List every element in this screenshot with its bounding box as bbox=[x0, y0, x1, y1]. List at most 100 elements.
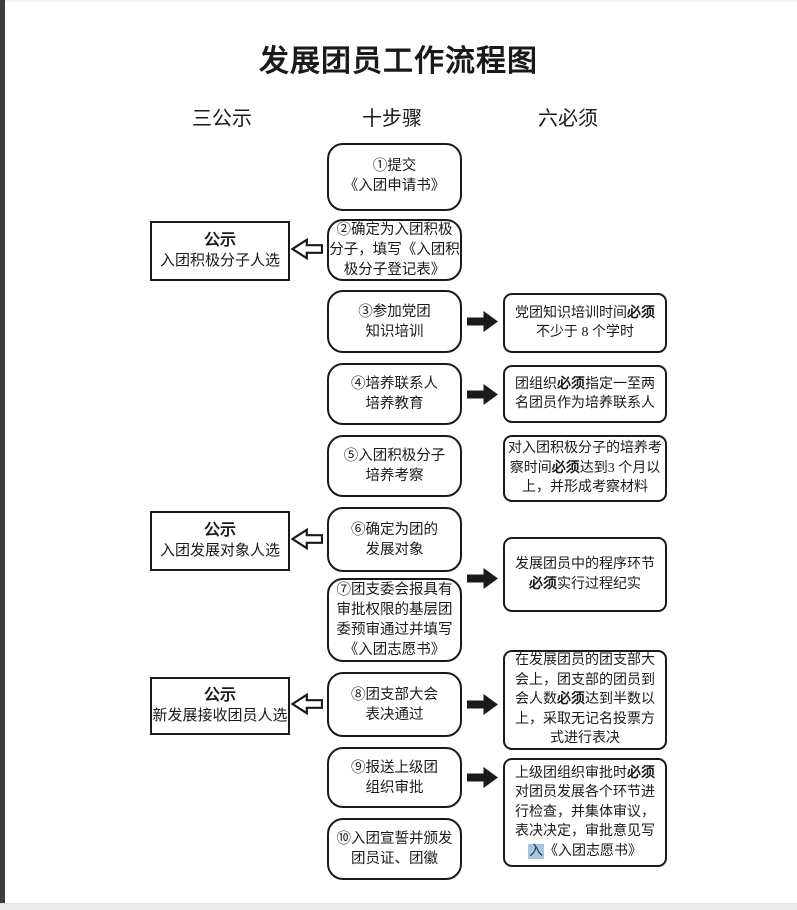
requirement-line: 会人数必须达到半数以 bbox=[515, 690, 655, 710]
column-header-musts: 六必须 bbox=[538, 108, 598, 130]
requirement-box-5: 在发展团员的团支部大 会上，团支部的团员到 会人数必须达到半数以 上，采取无记名… bbox=[503, 650, 667, 750]
requirement-text: 党团知识培训时间 bbox=[515, 305, 627, 321]
step-text: ⑨报送上级团 bbox=[351, 759, 438, 776]
step-text: 《入团志愿书》 bbox=[343, 642, 446, 658]
step-text: ⑥确定为团的 bbox=[351, 521, 438, 538]
step-5-box: ⑤入团积极分子 培养考察 bbox=[327, 435, 462, 497]
requirement-line: 团组织必须指定一至两 bbox=[515, 375, 655, 395]
page-top-divider bbox=[0, 0, 797, 2]
notice-title: 公示 bbox=[203, 522, 236, 539]
requirement-line: 上，并形成考察材料 bbox=[522, 478, 648, 498]
requirement-line: 察时间必须达到3 个月以 bbox=[510, 459, 661, 479]
requirement-text: 式进行表决 bbox=[550, 731, 620, 747]
requirement-text: 团组织 bbox=[515, 376, 557, 392]
must-keyword: 必须 bbox=[529, 576, 557, 592]
must-keyword: 必须 bbox=[551, 460, 580, 476]
step-text: 团员证、团徽 bbox=[351, 851, 438, 867]
solid-right-arrow-icon bbox=[466, 567, 499, 590]
highlighted-character: 入 bbox=[528, 843, 544, 859]
requirement-box-2: 团组织必须指定一至两 名团员作为培养联系人 bbox=[503, 365, 667, 423]
column-header-steps: 十步骤 bbox=[362, 108, 422, 130]
hollow-left-arrow-icon bbox=[290, 527, 324, 551]
step-3-box: ③参加党团 知识培训 bbox=[327, 290, 462, 353]
step-text: 知识培训 bbox=[365, 323, 424, 340]
notice-title: 公示 bbox=[203, 232, 236, 249]
step-text: ②确定为入团积极 bbox=[336, 222, 453, 238]
solid-right-arrow-icon bbox=[466, 693, 499, 716]
notice-title: 公示 bbox=[203, 687, 236, 704]
step-text: ⑧团支部大会 bbox=[351, 686, 438, 703]
requirement-line: 党团知识培训时间必须 bbox=[515, 304, 655, 324]
step-text: ⑦团支委会报具有 bbox=[336, 582, 453, 598]
requirement-text: 会上，团支部的团员到 bbox=[515, 672, 655, 688]
step-text: ①提交 bbox=[372, 158, 417, 174]
requirement-line: 必须实行过程纪实 bbox=[529, 575, 641, 595]
step-text: 分子，填写《入团积 bbox=[329, 242, 460, 258]
step-text: 极分子登记表》 bbox=[343, 262, 446, 278]
step-text: 发展对象 bbox=[365, 541, 424, 558]
requirement-text: 对入团积极分子的培养考 bbox=[508, 441, 662, 457]
requirement-text: 上，并形成考察材料 bbox=[522, 480, 648, 496]
requirement-text: 不少于 8 个学时 bbox=[536, 325, 634, 340]
column-header-publicity: 三公示 bbox=[192, 108, 252, 130]
requirement-line: 在发展团员的团支部大 bbox=[515, 651, 655, 671]
step-6-box: ⑥确定为团的 发展对象 bbox=[327, 507, 462, 572]
requirement-line: 式进行表决 bbox=[550, 729, 620, 749]
requirement-line: 上级团组织审批时必须 bbox=[515, 764, 655, 784]
requirement-line: 入《入团志愿书》 bbox=[528, 842, 642, 862]
left-edge-bar bbox=[0, 0, 5, 903]
step-text: 委预审通过并填写 bbox=[336, 622, 453, 638]
requirement-line: 表决决定，审批意见写 bbox=[515, 822, 655, 842]
requirement-line: 不少于 8 个学时 bbox=[536, 323, 634, 343]
requirement-line: 名团员作为培养联系人 bbox=[515, 394, 655, 414]
requirement-text: 发展团员中的程序环节 bbox=[515, 557, 655, 572]
step-text: ⑩入团宣誓并颁发 bbox=[336, 831, 453, 847]
step-text: 组织审批 bbox=[365, 779, 424, 796]
step-text: 培养教育 bbox=[365, 396, 424, 412]
requirement-box-4: 发展团员中的程序环节 必须实行过程纪实 bbox=[503, 537, 667, 612]
solid-right-arrow-icon bbox=[466, 310, 499, 333]
requirement-text: 会人数 bbox=[515, 692, 557, 708]
step-9-box: ⑨报送上级团 组织审批 bbox=[327, 747, 462, 808]
hollow-left-arrow-icon bbox=[290, 692, 324, 716]
requirement-line: 对团员发展各个环节进 bbox=[515, 783, 655, 803]
requirement-line: 上，采取无记名投票方 bbox=[515, 710, 655, 730]
solid-right-arrow-icon bbox=[466, 766, 499, 789]
requirement-text: 《入团志愿书》 bbox=[544, 843, 642, 859]
must-keyword: 必须 bbox=[557, 692, 585, 708]
notice-box-3: 公示 新发展接收团员人选 bbox=[150, 677, 290, 735]
requirement-text: 对团员发展各个环节进 bbox=[515, 785, 655, 801]
step-10-box: ⑩入团宣誓并颁发 团员证、团徽 bbox=[327, 818, 462, 880]
requirement-box-3: 对入团积极分子的培养考 察时间必须达到3 个月以 上，并形成考察材料 bbox=[503, 435, 667, 502]
must-keyword: 必须 bbox=[557, 376, 585, 392]
requirement-box-1: 党团知识培训时间必须 不少于 8 个学时 bbox=[503, 293, 667, 353]
requirement-line: 发展团员中的程序环节 bbox=[515, 555, 655, 575]
page-title: 发展团员工作流程图 bbox=[259, 45, 538, 78]
step-7-box: ⑦团支委会报具有 审批权限的基层团 委预审通过并填写 《入团志愿书》 bbox=[327, 578, 462, 662]
solid-right-arrow-icon bbox=[466, 383, 499, 406]
requirement-text: 名团员作为培养联系人 bbox=[515, 396, 655, 411]
step-8-box: ⑧团支部大会 表决通过 bbox=[327, 672, 462, 737]
requirement-text: 上级团组织审批时 bbox=[515, 765, 627, 781]
bottom-strip bbox=[0, 903, 797, 910]
notice-box-1: 公示 入团积极分子人选 bbox=[150, 221, 290, 281]
requirement-text: 察时间 bbox=[509, 460, 552, 476]
requirement-line: 行检查，并集体审议， bbox=[515, 803, 655, 823]
requirement-text: 在发展团员的团支部大 bbox=[515, 653, 655, 669]
step-4-box: ④培养联系人 培养教育 bbox=[327, 363, 462, 425]
requirement-text: 行检查，并集体审议， bbox=[515, 804, 655, 820]
step-2-box: ②确定为入团积极 分子，填写《入团积 极分子登记表》 bbox=[327, 219, 462, 281]
notice-box-2: 公示 入团发展对象人选 bbox=[150, 511, 290, 571]
requirement-text: 达到3 个月以 bbox=[579, 460, 661, 476]
notice-subtitle: 入团发展对象人选 bbox=[159, 543, 280, 559]
step-1-box: ①提交 《入团申请书》 bbox=[327, 143, 462, 211]
step-text: ③参加党团 bbox=[358, 303, 431, 320]
requirement-line: 对入团积极分子的培养考 bbox=[508, 439, 662, 459]
requirement-line: 会上，团支部的团员到 bbox=[515, 671, 655, 691]
must-keyword: 必须 bbox=[627, 765, 655, 781]
requirement-text: 达到半数以 bbox=[585, 692, 655, 708]
notice-subtitle: 入团积极分子人选 bbox=[159, 253, 280, 269]
requirement-text: 上，采取无记名投票方 bbox=[515, 711, 655, 727]
step-text: 培养考察 bbox=[365, 468, 424, 484]
